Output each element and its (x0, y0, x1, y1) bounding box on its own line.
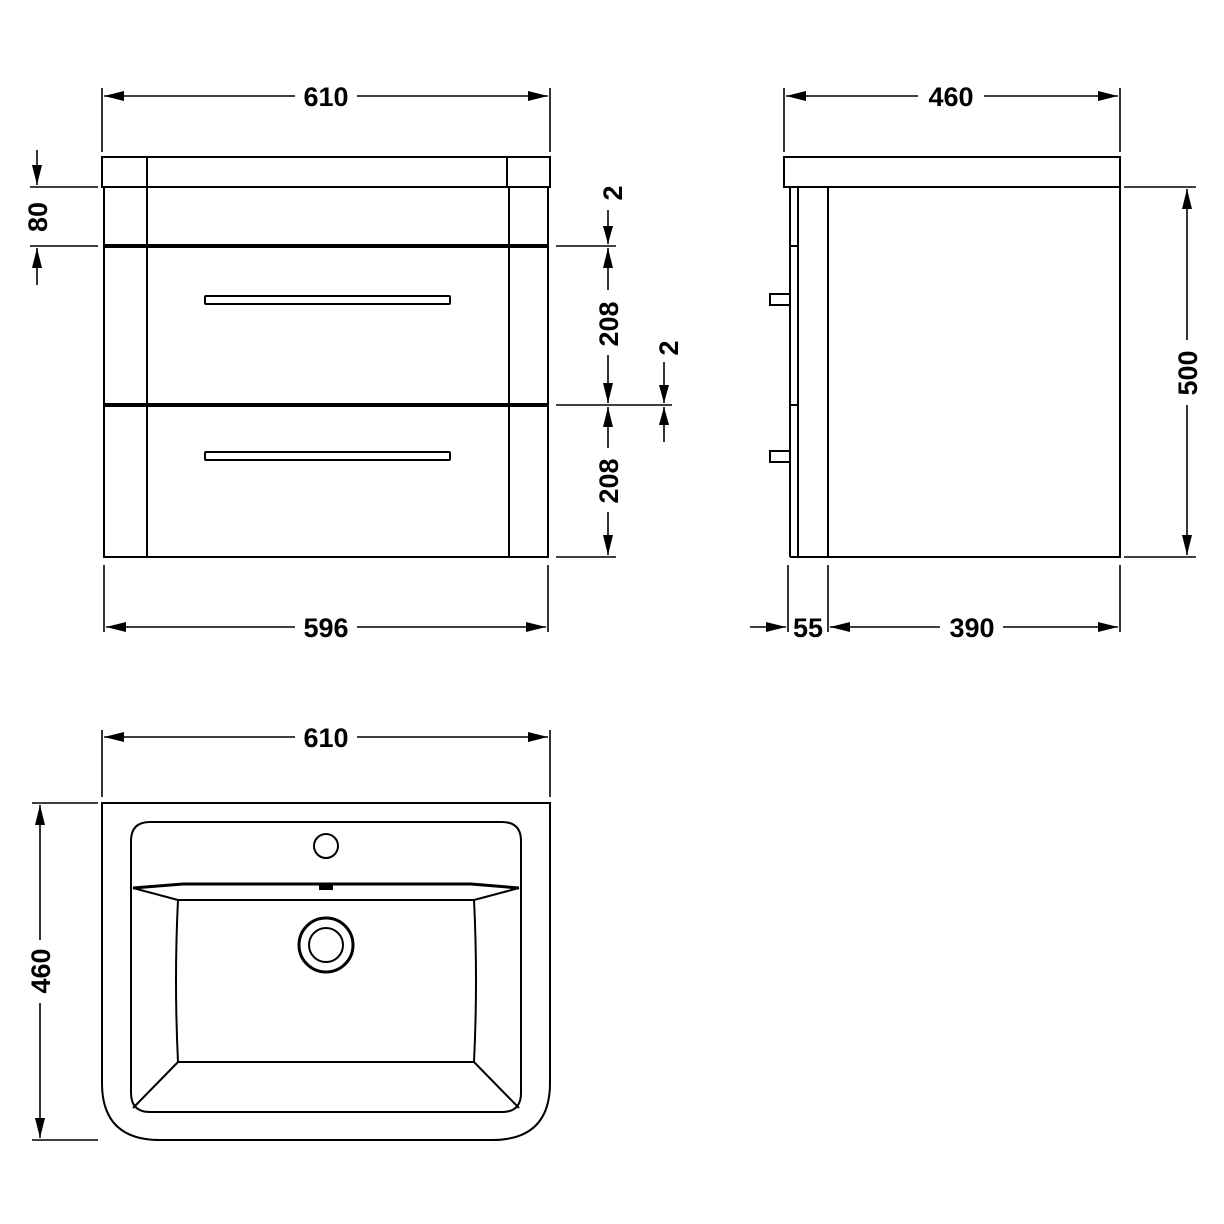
dim-label-basin-width: 610 (303, 723, 348, 753)
drawer-2-handle (204, 451, 451, 461)
waste-outlet-outer (297, 916, 355, 974)
dim-label-carcass-depth: 390 (949, 613, 994, 643)
dim-side-top-depth: 460 (783, 82, 1121, 152)
side-view (769, 156, 1121, 558)
dim-label-basin-depth: 460 (26, 948, 56, 993)
dim-label-front-top-width: 610 (303, 82, 348, 112)
dim-label-side-total-height: 500 (1173, 350, 1203, 395)
dim-label-side-top-depth: 460 (928, 82, 973, 112)
side-carcass (827, 186, 1121, 558)
side-countertop (783, 156, 1121, 188)
dim-front-top-width: 610 (101, 82, 551, 152)
dim-label-drawer-2-height: 208 (594, 458, 624, 503)
dim-label-front-base-width: 596 (303, 613, 348, 643)
dim-basin-depth: 460 (26, 802, 98, 1141)
front-view (101, 156, 551, 558)
dim-label-front-top-height: 80 (23, 202, 53, 232)
dim-label-gap-middle: 2 (654, 340, 684, 355)
front-countertop (101, 156, 551, 188)
dim-label-drawer-front-depth: 55 (793, 613, 823, 643)
dim-front-top-height: 80 (23, 150, 98, 285)
dim-front-base-width: 596 (103, 565, 549, 643)
tap-hole (313, 833, 339, 859)
front-cabinet-body (103, 186, 549, 558)
dim-side-bottom-chain: 55 390 (750, 565, 1121, 643)
dim-basin-width: 610 (101, 723, 551, 797)
drawer-1-handle (204, 295, 451, 305)
dim-side-total-height: 500 (1124, 186, 1203, 558)
basin-inner-rim (130, 821, 522, 1113)
dim-label-drawer-1-height: 208 (594, 301, 624, 346)
side-handle-1 (769, 293, 791, 306)
basin-outer-outline (101, 802, 551, 1141)
dim-label-gap-top: 2 (598, 185, 628, 200)
dim-front-right-chain: 2 208 2 208 (556, 185, 684, 558)
basin-bowl-floor (175, 899, 477, 1063)
overflow-slot (319, 884, 333, 890)
waste-outlet-inner (308, 927, 344, 963)
side-handle-2 (769, 450, 791, 463)
basin-plan (101, 802, 551, 1141)
